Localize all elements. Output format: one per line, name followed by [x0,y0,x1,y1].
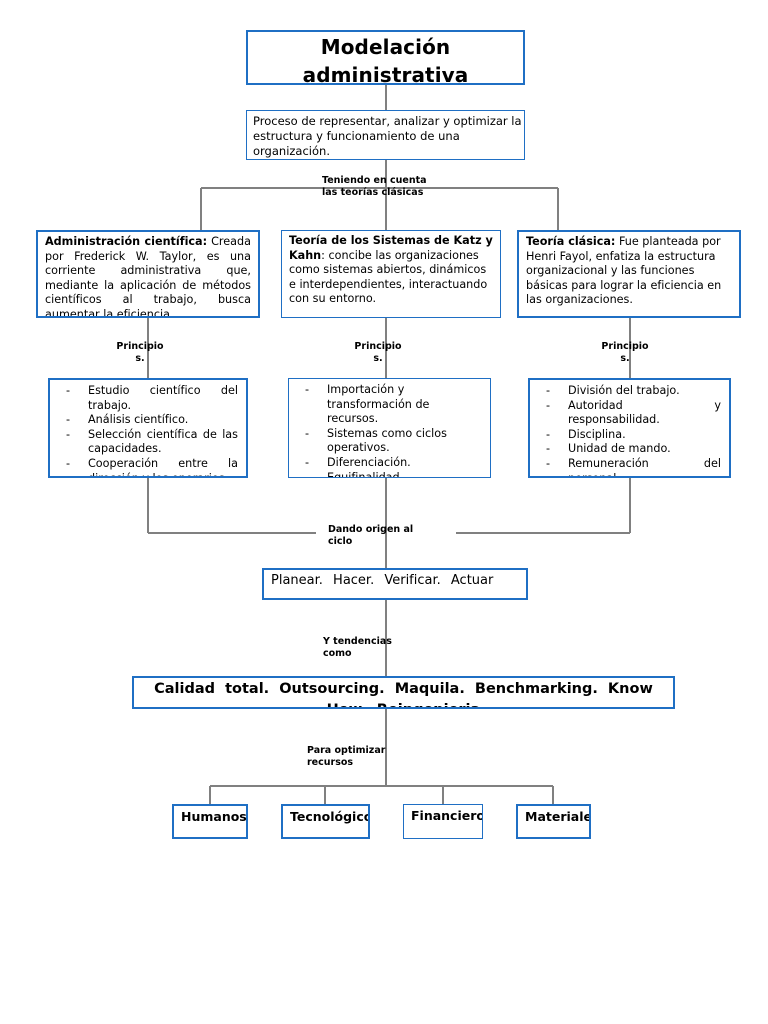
caption-y-tendencias-como: Y tendencias como [323,636,392,659]
definition-text: Proceso de representar, analizar y optim… [253,114,522,158]
list-item: - Cooperación entre la dirección y los op… [58,456,238,476]
list-item-text: Remuneración del personal. [568,456,721,476]
list-item: - Remuneración del personal. [538,456,721,476]
dash-bullet: - [66,384,71,397]
resource-2-text: Tecnológicos. [290,809,368,824]
dash-bullet: - [546,442,551,456]
theory-2-heading: Teoría de los Sistemas de Katz y Kahn [289,234,493,262]
dash-bullet: - [546,456,551,470]
list-item-text: Equifinalidad. [327,470,404,478]
pdca-text: Planear. Hacer. Verificar. Actuar [271,573,494,588]
theory-1-body: Creada por Frederick W. Taylor, es una c… [45,235,251,318]
resource-box-materiales: Materiales [516,804,591,839]
caption-principios-2: Principio s. [354,341,402,364]
list-item-text: Sistemas como ciclos operativos. [327,426,447,455]
theory-box-administracion-cientifica: Administración científica: Creada por Fr… [36,230,260,318]
principles-list-sistemas-katz-kahn: - Importación y transformación de recurso… [288,378,491,478]
trends-text: Calidad total. Outsourcing. Maquila. Ben… [154,681,653,707]
list-item-text: Importación y transformación de recursos… [327,383,430,426]
dash-bullet: - [546,427,551,441]
list-item: - Equifinalidad. [297,470,482,478]
principles-list-3: - División del trabajo. - Autoridad y resp… [530,380,729,476]
list-item: - Análisis científico. [58,413,238,428]
list-item-text: Disciplina. [568,427,626,441]
list-item-text: Unidad de mando. [568,442,671,456]
resource-box-humanos: Humanos. [172,804,248,839]
resource-1-text: Humanos. [181,809,248,824]
dash-bullet: - [66,456,71,470]
list-item: - Disciplina. [538,428,721,443]
theory-3-body: Fue planteada por Henri Fayol, enfatiza … [526,235,722,307]
dash-bullet: - [305,455,310,469]
list-item: - Selección científica de las capacidades… [58,428,238,457]
title-line-1: Modelación [320,35,451,59]
theory-3-heading: Teoría clásica: [526,235,616,248]
resource-4-text: Materiales [525,809,589,824]
list-item: - Diferenciación. [297,456,482,471]
resource-box-tecnologicos: Tecnológicos. [281,804,370,839]
dash-bullet: - [66,413,71,427]
list-item-text: Autoridad y responsabilidad. [568,398,721,427]
dash-bullet: - [546,384,551,397]
title-box: Modelación administrativa [246,30,525,85]
list-item: - Autoridad y responsabilidad. [538,399,721,428]
resource-box-financieros: Financieros. [403,804,483,839]
list-item: - Importación y transformación de recurso… [297,383,482,427]
list-item-text: Selección científica de las capacidades. [88,427,238,456]
theory-1-text: Administración científica: Creada por Fr… [38,232,258,318]
caption-principios-1: Principio s. [116,341,164,364]
list-item-text: Análisis científico. [88,413,189,427]
dash-bullet: - [305,383,310,396]
theory-box-teoria-clasica: Teoría clásica: Fue planteada por Henri … [517,230,741,318]
caption-dando-origen-al-ciclo: Dando origen al ciclo [328,524,414,547]
theory-1-heading: Administración científica: [45,235,208,248]
list-item-text: Cooperación entre la dirección y los ope… [88,456,238,476]
dash-bullet: - [305,470,310,478]
theory-2-text: Teoría de los Sistemas de Katz y Kahn: c… [282,231,500,307]
theory-box-sistemas-katz-kahn: Teoría de los Sistemas de Katz y Kahn: c… [281,230,501,318]
trends-box: Calidad total. Outsourcing. Maquila. Ben… [132,676,675,709]
principles-list-administracion-cientifica: - Estudio científico del trabajo. - Anális… [48,378,248,478]
theory-3-text: Teoría clásica: Fue planteada por Henri … [519,232,739,308]
title-line-2: administrativa [302,63,469,85]
definition-box: Proceso de representar, analizar y optim… [246,110,525,160]
dash-bullet: - [546,398,551,412]
caption-teniendo-en-cuenta: Teniendo en cuenta las teorías clásicas [322,175,427,198]
principles-list-teoria-clasica: - División del trabajo. - Autoridad y resp… [528,378,731,478]
list-item-text: Diferenciación. [327,455,411,469]
caption-principios-3: Principio s. [601,341,649,364]
list-item: - Estudio científico del trabajo. [58,384,238,413]
caption-para-optimizar-recursos: Para optimizar recursos [307,745,386,768]
list-item: - División del trabajo. [538,384,721,399]
dash-bullet: - [305,426,310,440]
list-item: - Unidad de mando. [538,442,721,457]
theory-2-body: : concibe las organizaciones como sistem… [289,248,488,306]
principles-list-2: - Importación y transformación de recurso… [289,379,490,478]
list-item-text: Estudio científico del trabajo. [88,384,238,412]
list-item-text: División del trabajo. [568,384,680,397]
dash-bullet: - [66,427,71,441]
principles-list-1: - Estudio científico del trabajo. - Anális… [50,380,246,476]
resource-3-text: Financieros. [411,808,482,823]
pdca-cycle-box: Planear. Hacer. Verificar. Actuar [262,568,528,600]
list-item: - Sistemas como ciclos operativos. [297,427,482,456]
